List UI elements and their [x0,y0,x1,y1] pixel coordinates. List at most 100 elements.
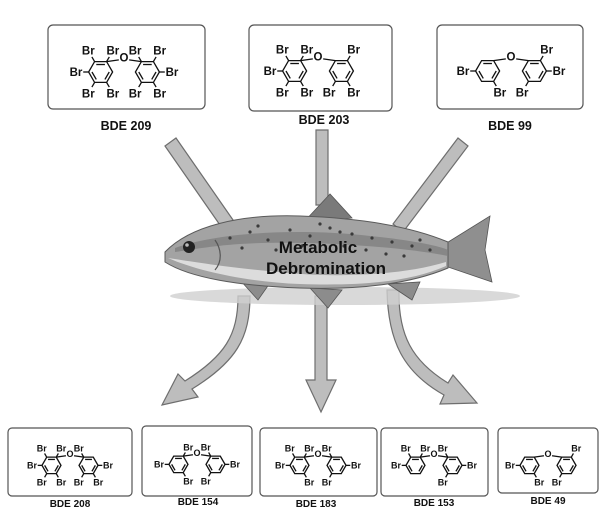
arrow-out-middle-icon [305,295,337,414]
double-bond [171,464,176,471]
ether-bond [304,455,315,458]
double-bond [345,70,351,79]
compound-label: BDE 203 [299,113,350,127]
bromine-atom-label: Br [401,444,411,454]
double-bond [478,70,484,79]
bromine-bond [329,473,333,478]
bromine-bond [292,453,296,458]
bromine-atom-label: Br [552,477,562,487]
compound-label: BDE 153 [414,498,455,509]
oxygen-atom-label: O [314,449,321,459]
structure-box [436,24,584,110]
bromine-atom-label: Br [153,88,166,100]
double-bond [91,71,97,80]
bromine-bond [300,55,304,61]
ether-bond [420,455,431,458]
double-bond [81,465,86,472]
bromine-atom-label: Br [56,444,66,454]
bromine-atom-label: Br [183,443,193,453]
double-bond [151,71,157,80]
bromine-bond [44,453,48,458]
oxygen-atom-label: O [314,52,323,64]
bromine-atom-label: Br [129,46,142,58]
bromine-bond [152,56,157,62]
bromine-bond [445,473,449,478]
benzene-ring [205,455,226,474]
fish-spot [384,252,388,256]
arrow-out-left-icon [160,295,251,406]
ether-bond [200,454,211,457]
fish-spot [240,246,244,250]
double-bond [538,70,544,79]
bromine-atom-label: Br [37,444,47,454]
structure-box [497,427,599,494]
ether-bond [551,455,562,458]
bromine-atom-label: Br [103,461,113,471]
bromine-bond [91,82,96,88]
bromine-atom-label: Br [304,477,314,487]
compound-label: BDE 154 [178,497,219,508]
oxygen-atom-label: O [507,52,516,64]
benzene-ring [442,456,463,475]
structure-box [248,24,393,112]
bromine-atom-label: Br [264,66,277,78]
bromine-atom-label: Br [540,45,553,57]
bromine-atom-label: Br [304,444,314,454]
bromine-bond [81,473,85,478]
oxygen-atom-label: O [120,53,129,65]
fish-spot [390,240,394,244]
fish-spot [370,236,374,240]
bromine-atom-label: Br [201,476,211,486]
bromine-atom-label: Br [153,46,166,58]
bromine-bond [152,82,157,88]
arrows-in [164,129,469,239]
structure-box [380,427,489,497]
fish-spot [318,222,322,226]
compound-label: BDE 183 [296,499,337,510]
bromine-atom-label: Br [129,88,142,100]
arrow-in-right-icon [392,137,469,233]
bromine-bond [182,472,186,477]
compound-label: BDE 209 [101,119,152,133]
bromine-atom-label: Br [467,461,477,471]
arrow-in-middle-icon [315,129,329,206]
fish-spot [410,244,414,248]
double-bond [445,465,450,472]
fish-spot [248,230,252,234]
bromine-atom-label: Br [391,461,401,471]
double-bond [292,465,297,472]
bromine-bond [91,56,96,62]
double-bond [491,70,497,79]
bromine-atom-label: Br [275,461,285,471]
bromine-bond [285,55,290,61]
bromine-bond [559,473,563,478]
bromine-bond [525,81,529,87]
bromine-atom-label: Br [351,461,361,471]
fish-spot [338,230,342,234]
ether-bond [56,455,67,458]
double-bond [104,71,110,80]
arrows-out [160,289,479,414]
bromine-bond [106,82,110,88]
bromine-bond [138,56,142,62]
double-bond [408,465,413,472]
bromine-bond [493,81,497,87]
bromine-atom-label: Br [276,87,289,99]
ether-bond [300,58,313,62]
double-bond [332,70,338,79]
center-title-line1: Metabolic [279,238,357,257]
bromine-atom-label: Br [201,443,211,453]
center-title-line2: Debromination [266,259,386,278]
bromine-bond [408,453,412,458]
oxygen-atom-label: O [544,449,551,459]
double-bond [54,465,59,472]
